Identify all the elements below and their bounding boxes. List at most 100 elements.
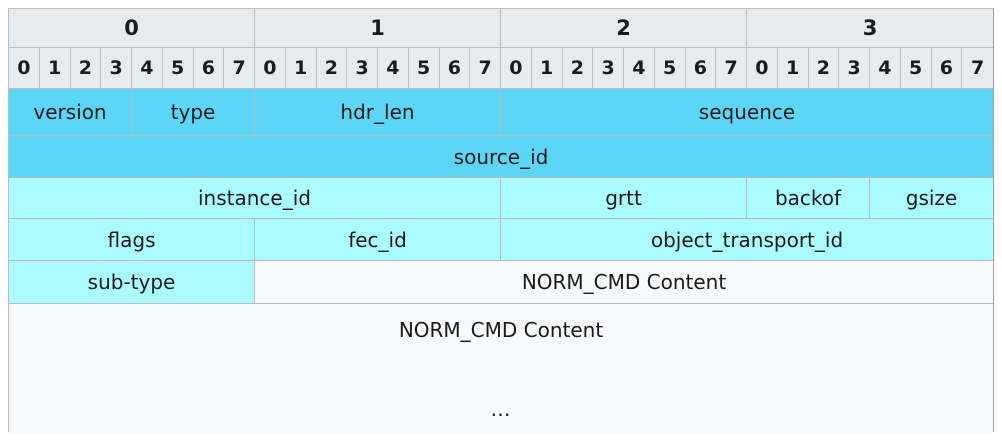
bit-offset-14-label: 6 <box>447 57 461 79</box>
bit-offset-17: 1 <box>531 48 563 89</box>
bit-offset-15-label: 7 <box>478 57 492 79</box>
bit-offset-3: 3 <box>101 48 132 89</box>
field-norm-cmd-content: NORM_CMD Content <box>255 261 993 304</box>
field-fec-id: fec_id <box>255 219 501 261</box>
field-object-transport-id-label: object_transport_id <box>650 227 844 252</box>
bit-offset-25-label: 1 <box>786 57 800 79</box>
field-backof-label: backof <box>774 186 842 210</box>
bit-offset-8: 0 <box>255 48 286 89</box>
bit-offset-31: 7 <box>962 48 993 89</box>
byte-offset-2: 2 <box>501 9 747 48</box>
field-instance-id: instance_id <box>9 178 501 219</box>
bit-offset-11-label: 3 <box>355 57 369 79</box>
bit-offset-2: 2 <box>70 48 102 89</box>
bit-offset-21-label: 5 <box>663 57 677 79</box>
field-sub-type: sub-type <box>9 261 255 304</box>
payload-continuation-block: NORM_CMD Content … <box>9 304 993 433</box>
bit-offset-4-label: 4 <box>140 57 154 79</box>
bit-offset-14: 6 <box>439 48 471 89</box>
bit-offset-22: 6 <box>685 48 717 89</box>
bit-offset-6: 6 <box>193 48 225 89</box>
bit-offset-7: 7 <box>224 48 255 89</box>
bit-offset-5-label: 5 <box>171 57 185 79</box>
field-source-id: source_id <box>9 136 993 178</box>
bit-offset-9-label: 1 <box>294 57 308 79</box>
field-object-transport-id: object_transport_id <box>501 219 993 261</box>
bit-offset-7-label: 7 <box>232 57 246 79</box>
field-sequence: sequence <box>501 89 993 136</box>
field-version: version <box>9 89 132 136</box>
bit-offset-8-label: 0 <box>263 57 277 79</box>
byte-offset-1: 1 <box>255 9 501 48</box>
byte-offset-3: 3 <box>747 9 993 48</box>
field-grtt: grtt <box>501 178 747 219</box>
bit-offset-22-label: 6 <box>693 57 707 79</box>
field-row-4: flags fec_id object_transport_id <box>9 219 993 261</box>
bit-offset-19-label: 3 <box>601 57 615 79</box>
bit-offset-26-label: 2 <box>816 57 830 79</box>
field-type: type <box>132 89 255 136</box>
byte-offset-2-label: 2 <box>616 16 631 40</box>
bit-offset-30: 6 <box>931 48 963 89</box>
bit-offset-13: 5 <box>408 48 440 89</box>
bit-offset-20-label: 4 <box>632 57 646 79</box>
field-row-3: instance_id grtt backof gsize <box>9 178 993 219</box>
bit-offset-24: 0 <box>747 48 778 89</box>
bit-offset-29-label: 5 <box>909 57 923 79</box>
bit-offset-24-label: 0 <box>755 57 769 79</box>
bit-offset-0-label: 0 <box>17 57 31 79</box>
bit-offset-1: 1 <box>39 48 71 89</box>
byte-offset-1-label: 1 <box>370 16 385 40</box>
bit-offset-13-label: 5 <box>417 57 431 79</box>
bit-offset-28: 4 <box>870 48 901 89</box>
field-hdr-len-label: hdr_len <box>340 100 415 124</box>
bit-offset-12-label: 4 <box>386 57 400 79</box>
bit-offset-12: 4 <box>378 48 409 89</box>
field-row-1: version type hdr_len sequence <box>9 89 993 136</box>
bit-offset-29: 5 <box>900 48 932 89</box>
bit-offset-21: 5 <box>654 48 686 89</box>
bit-offset-31-label: 7 <box>971 57 985 79</box>
field-fec-id-label: fec_id <box>348 227 407 252</box>
bit-offset-16-label: 0 <box>509 57 523 79</box>
field-gsize-label: gsize <box>905 186 958 210</box>
field-row-2: source_id <box>9 136 993 178</box>
bit-offset-20: 4 <box>624 48 655 89</box>
field-backof: backof <box>747 178 870 219</box>
bit-offset-4: 4 <box>132 48 163 89</box>
byte-offset-3-label: 3 <box>862 16 878 40</box>
bit-offset-28-label: 4 <box>878 57 892 79</box>
bit-offset-27: 3 <box>839 48 870 89</box>
field-instance-id-label: instance_id <box>198 186 311 210</box>
field-sub-type-label: sub-type <box>87 270 176 294</box>
bit-offset-2-label: 2 <box>78 57 92 79</box>
field-gsize: gsize <box>870 178 993 219</box>
byte-offset-ruler: 0 1 2 3 <box>9 9 993 48</box>
bit-offset-25: 1 <box>777 48 809 89</box>
bit-offset-27-label: 3 <box>847 57 861 79</box>
field-source-id-label: source_id <box>453 144 549 169</box>
field-flags: flags <box>9 219 255 261</box>
bit-offset-9: 1 <box>285 48 317 89</box>
bit-offset-0: 0 <box>9 48 40 89</box>
bit-offset-1-label: 1 <box>48 57 62 79</box>
bit-offset-17-label: 1 <box>540 57 554 79</box>
payload-label: NORM_CMD Content <box>398 318 604 342</box>
byte-offset-0-label: 0 <box>124 16 139 40</box>
bit-offset-19: 3 <box>593 48 624 89</box>
bit-offset-18-label: 2 <box>570 57 584 79</box>
bit-offset-23: 7 <box>716 48 747 89</box>
bit-offset-10: 2 <box>316 48 348 89</box>
byte-offset-0: 0 <box>9 9 255 48</box>
bit-offset-5: 5 <box>162 48 194 89</box>
field-sequence-label: sequence <box>698 100 796 124</box>
bit-offset-16: 0 <box>501 48 532 89</box>
field-version-label: version <box>33 100 107 124</box>
field-norm-cmd-content-label: NORM_CMD Content <box>521 270 727 294</box>
field-grtt-label: grtt <box>605 186 642 210</box>
bit-offset-3-label: 3 <box>109 57 123 79</box>
field-type-label: type <box>170 100 216 124</box>
payload-ellipsis: … <box>490 397 512 421</box>
